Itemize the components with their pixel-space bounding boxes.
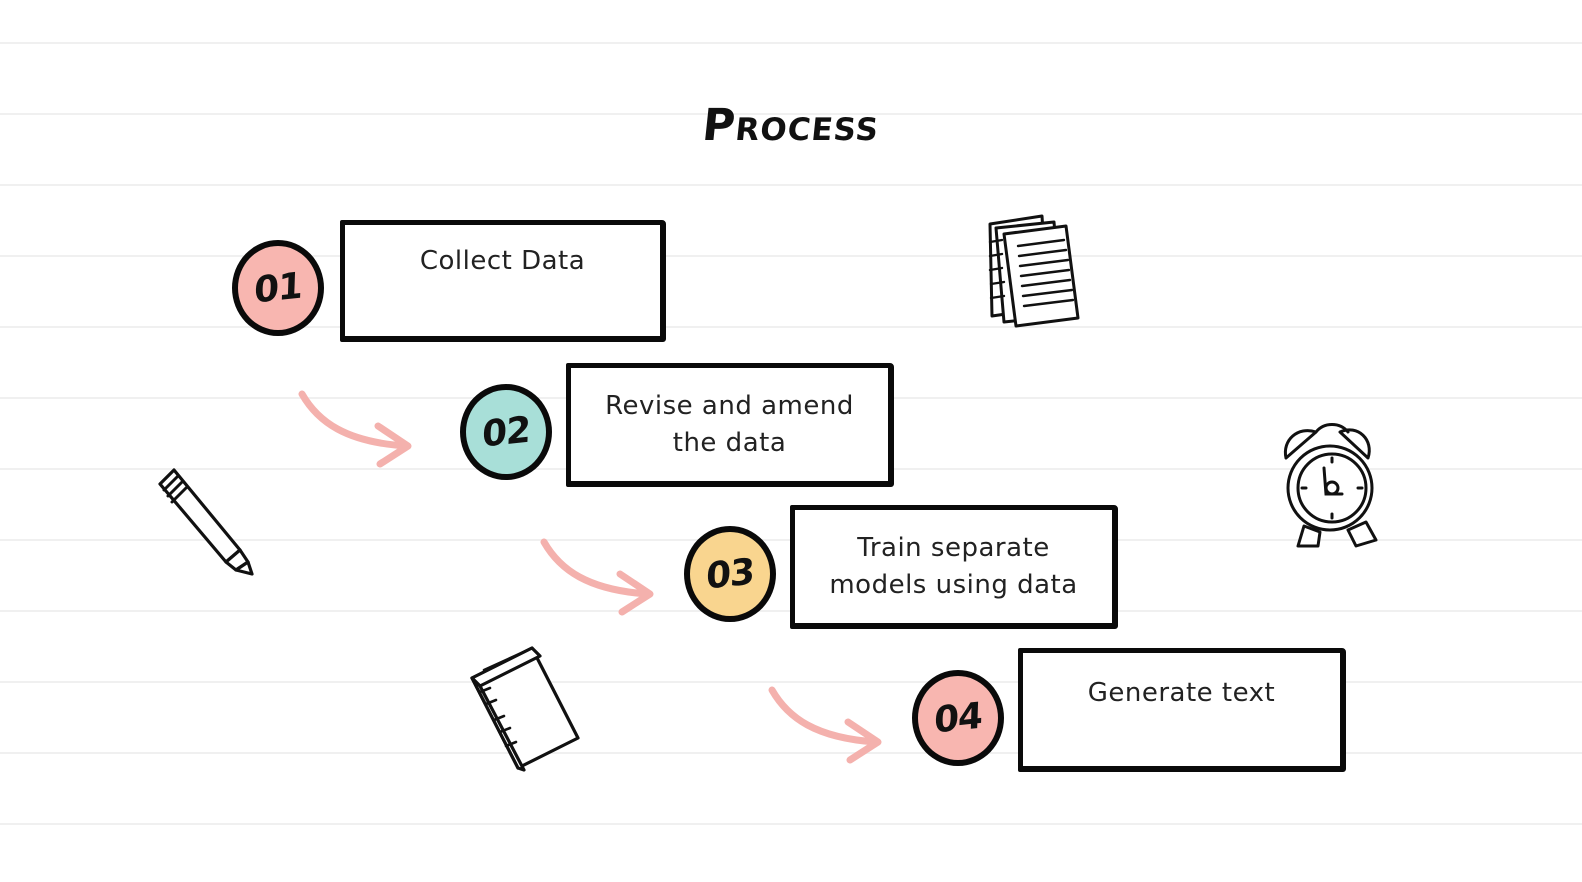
- step-number-badge-04: 04: [912, 670, 1004, 766]
- ruled-line: [0, 184, 1582, 186]
- ruled-line: [0, 255, 1582, 257]
- book-icon: [470, 646, 580, 772]
- step-label: Revise and amend the data: [605, 391, 854, 458]
- step-label: Train separate models using data: [829, 533, 1078, 600]
- step-number-badge-03: 03: [684, 526, 776, 622]
- marker-icon: [158, 468, 254, 576]
- ruled-line: [0, 326, 1582, 328]
- step-number: 01: [253, 264, 303, 312]
- step-box-01: Collect Data: [340, 220, 666, 342]
- ruled-line: [0, 752, 1582, 754]
- ruled-line: [0, 823, 1582, 825]
- ruled-line: [0, 681, 1582, 683]
- ruled-line: [0, 42, 1582, 44]
- page-title: Process: [699, 100, 883, 151]
- arrow-icon: [298, 390, 412, 468]
- step-label: Collect Data: [419, 246, 586, 276]
- arrow-icon: [540, 538, 654, 616]
- step-number: 02: [481, 408, 531, 456]
- arrow-icon: [768, 686, 882, 764]
- step-number-badge-01: 01: [232, 240, 324, 336]
- step-number: 03: [705, 550, 755, 598]
- step-box-04: Generate text: [1018, 648, 1346, 772]
- step-number: 04: [933, 694, 983, 742]
- step-box-02: Revise and amend the data: [566, 363, 894, 487]
- papers-icon: [988, 214, 1080, 328]
- ruled-line: [0, 113, 1582, 115]
- step-box-03: Train separate models using data: [790, 505, 1118, 629]
- step-label: Generate text: [1087, 678, 1276, 708]
- alarm-clock-icon: [1283, 423, 1378, 548]
- step-number-badge-02: 02: [460, 384, 552, 480]
